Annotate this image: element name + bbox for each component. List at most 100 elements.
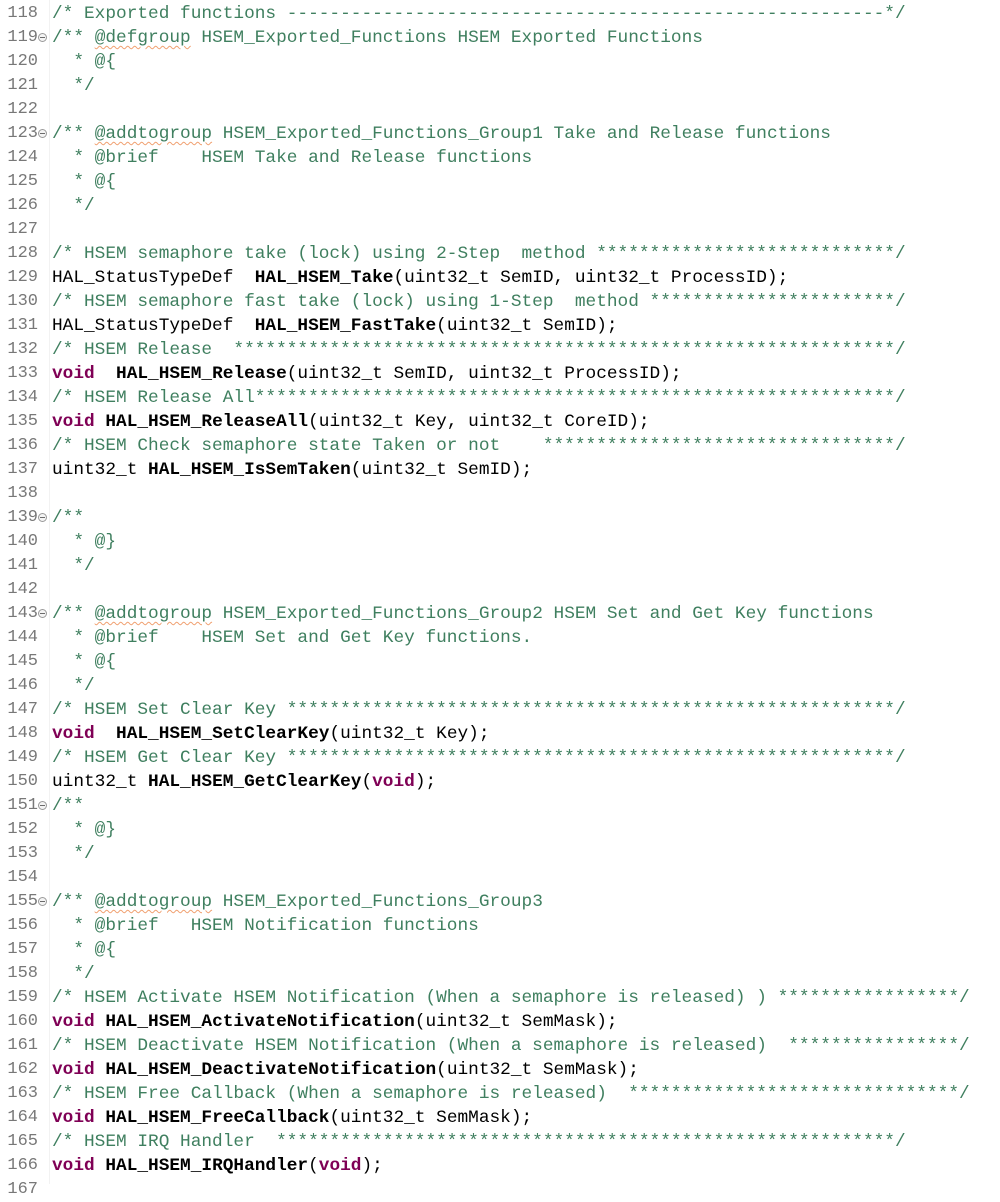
code-line[interactable]: 159/* HSEM Activate HSEM Notification (W… xyxy=(0,986,1000,1010)
line-number: 135 xyxy=(7,412,38,431)
code-line[interactable]: 153 */ xyxy=(0,842,1000,866)
code-text: (uint32_t SemMask); xyxy=(436,1060,639,1080)
code-content: */ xyxy=(52,194,94,218)
code-line[interactable]: 119/** @defgroup HSEM_Exported_Functions… xyxy=(0,26,1000,50)
fold-collapse-icon[interactable] xyxy=(38,801,47,810)
code-line[interactable]: 157 * @{ xyxy=(0,938,1000,962)
fold-collapse-icon[interactable] xyxy=(38,129,47,138)
code-content: * @{ xyxy=(52,50,116,74)
code-line[interactable]: 149/* HSEM Get Clear Key ***************… xyxy=(0,746,1000,770)
code-line[interactable]: 122 xyxy=(0,98,1000,122)
code-line[interactable]: 134/* HSEM Release All******************… xyxy=(0,386,1000,410)
fold-collapse-icon[interactable] xyxy=(38,609,47,618)
line-number: 130 xyxy=(7,292,38,311)
code-line[interactable]: 142 xyxy=(0,578,1000,602)
code-line[interactable]: 124 * @brief HSEM Take and Release funct… xyxy=(0,146,1000,170)
code-line[interactable]: 160 void HAL_HSEM_ActivateNotification(ui… xyxy=(0,1010,1000,1034)
fold-collapse-icon[interactable] xyxy=(38,33,47,42)
code-content: * @{ xyxy=(52,650,116,674)
code-line[interactable]: 163/* HSEM Free Callback (When a semapho… xyxy=(0,1082,1000,1106)
code-text xyxy=(95,1012,106,1032)
line-number: 165 xyxy=(7,1132,38,1151)
code-line[interactable]: 130/* HSEM semaphore fast take (lock) us… xyxy=(0,290,1000,314)
code-line[interactable]: 151/** xyxy=(0,794,1000,818)
code-content: * @} xyxy=(52,530,116,554)
code-line[interactable]: 132/* HSEM Release *********************… xyxy=(0,338,1000,362)
line-number: 145 xyxy=(7,652,38,671)
code-line[interactable]: 144 * @brief HSEM Set and Get Key functi… xyxy=(0,626,1000,650)
code-line[interactable]: 141 */ xyxy=(0,554,1000,578)
line-number: 141 xyxy=(7,556,38,575)
code-line[interactable]: 118/* Exported functions ---------------… xyxy=(0,2,1000,26)
comment-text: /** xyxy=(52,796,85,816)
code-line[interactable]: 143/** @addtogroup HSEM_Exported_Functio… xyxy=(0,602,1000,626)
code-line[interactable]: 167 xyxy=(0,1178,1000,1202)
code-content: /** xyxy=(52,794,84,818)
code-text: (uint32_t Key); xyxy=(329,724,490,744)
function-name: HAL_HSEM_FastTake xyxy=(254,316,437,336)
code-line[interactable]: 140 * @} xyxy=(0,530,1000,554)
code-line[interactable]: 139/** xyxy=(0,506,1000,530)
code-line[interactable]: 138 xyxy=(0,482,1000,506)
code-line[interactable]: 154 xyxy=(0,866,1000,890)
comment-text: /* HSEM Release All*********************… xyxy=(52,388,906,408)
line-number: 152 xyxy=(7,820,38,839)
code-content: */ xyxy=(52,74,94,98)
code-content: /** @addtogroup HSEM_Exported_Functions_… xyxy=(52,890,543,914)
code-content: /** @defgroup HSEM_Exported_Functions HS… xyxy=(52,26,703,50)
code-line[interactable]: 146 */ xyxy=(0,674,1000,698)
comment-text: * @{ xyxy=(52,52,117,72)
line-number: 160 xyxy=(7,1012,38,1031)
code-line[interactable]: 123/** @addtogroup HSEM_Exported_Functio… xyxy=(0,122,1000,146)
line-number: 126 xyxy=(7,196,38,215)
code-line[interactable]: 158 */ xyxy=(0,962,1000,986)
line-number: 129 xyxy=(7,268,38,287)
line-number: 120 xyxy=(7,52,38,71)
code-line[interactable]: 145 * @{ xyxy=(0,650,1000,674)
comment-text: /** xyxy=(52,604,95,624)
code-line[interactable]: 156 * @brief HSEM Notification functions xyxy=(0,914,1000,938)
line-number: 125 xyxy=(7,172,38,191)
code-line[interactable]: 147/* HSEM Set Clear Key ***************… xyxy=(0,698,1000,722)
code-line[interactable]: 155/** @addtogroup HSEM_Exported_Functio… xyxy=(0,890,1000,914)
code-line[interactable]: 127 xyxy=(0,218,1000,242)
line-number: 144 xyxy=(7,628,38,647)
code-line[interactable]: 152 * @} xyxy=(0,818,1000,842)
code-line[interactable]: 120 * @{ xyxy=(0,50,1000,74)
function-name: HAL_HSEM_ActivateNotification xyxy=(105,1012,415,1032)
code-content: /* HSEM IRQ Handler ********************… xyxy=(52,1130,906,1154)
code-content: */ xyxy=(52,962,94,986)
function-name: HAL_HSEM_SetClearKey xyxy=(116,724,330,744)
code-content: /* HSEM Release All*********************… xyxy=(52,386,906,410)
code-line[interactable]: 165 /* HSEM IRQ Handler *****************… xyxy=(0,1130,1000,1154)
code-line[interactable]: 128/* HSEM semaphore take (lock) using 2… xyxy=(0,242,1000,266)
code-line[interactable]: 121 */ xyxy=(0,74,1000,98)
line-number: 159 xyxy=(7,988,38,1007)
keyword-text: void xyxy=(52,724,95,744)
code-text: ); xyxy=(414,772,437,792)
comment-text: /* HSEM Set Clear Key ******************… xyxy=(52,700,906,720)
line-number: 156 xyxy=(7,916,38,935)
code-content: void HAL_HSEM_ActivateNotification(uint3… xyxy=(52,1010,618,1034)
line-number: 161 xyxy=(7,1036,38,1055)
line-number: 128 xyxy=(7,244,38,263)
code-line[interactable]: 126 */ xyxy=(0,194,1000,218)
code-text xyxy=(95,364,116,384)
code-line[interactable]: 161/* HSEM Deactivate HSEM Notification … xyxy=(0,1034,1000,1058)
comment-text: /** xyxy=(52,28,95,48)
fold-collapse-icon[interactable] xyxy=(38,897,47,906)
code-line[interactable]: 125 * @{ xyxy=(0,170,1000,194)
fold-collapse-icon[interactable] xyxy=(38,513,47,522)
code-line[interactable]: 136/* HSEM Check semaphore state Taken o… xyxy=(0,434,1000,458)
